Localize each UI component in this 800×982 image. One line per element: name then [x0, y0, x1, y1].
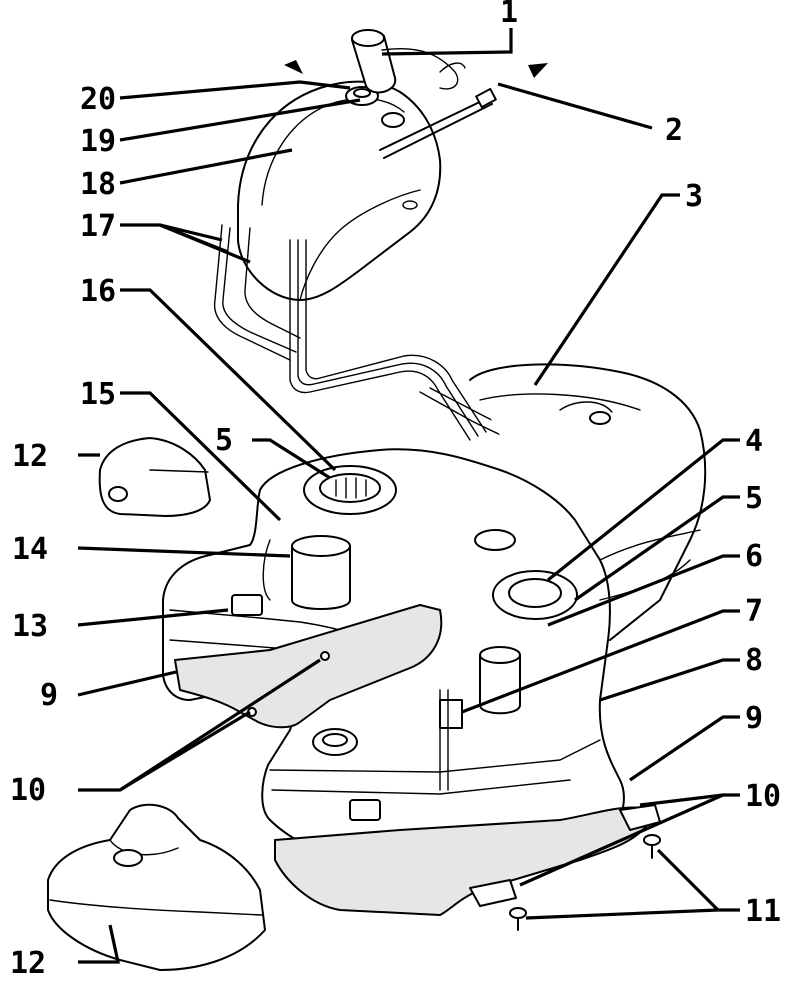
callout-5-right: 5 — [745, 481, 763, 516]
callout-2: 2 — [665, 113, 683, 148]
callout-14: 14 — [12, 532, 48, 567]
callout-9-left: 9 — [40, 678, 58, 713]
expansion-tank — [237, 80, 442, 301]
callout-10-left: 10 — [10, 773, 46, 808]
callout-1: 1 — [500, 0, 518, 30]
sensors — [231, 594, 381, 821]
callout-7: 7 — [745, 594, 763, 629]
callout-6: 6 — [745, 539, 763, 574]
callout-4: 4 — [745, 424, 763, 459]
callout-3: 3 — [685, 179, 703, 214]
callout-10-right: 10 — [745, 779, 781, 814]
callout-20: 20 — [80, 82, 116, 117]
callout-19: 19 — [80, 124, 116, 159]
callout-17: 17 — [80, 209, 116, 244]
leader-lines — [77, 28, 740, 964]
callout-12-bottom: 12 — [10, 946, 46, 981]
callout-11: 11 — [745, 894, 781, 929]
filler-cap — [351, 29, 466, 94]
bolts — [509, 834, 661, 931]
vent-pipe — [379, 87, 497, 159]
heat-shield-right — [274, 804, 661, 916]
callout-8: 8 — [745, 643, 763, 678]
callout-13: 13 — [12, 609, 48, 644]
cover-large — [47, 803, 266, 971]
callout-numbers: 1 2 3 4 5 5 6 7 8 9 9 10 10 11 12 12 13 … — [10, 0, 781, 981]
callout-5-left: 5 — [215, 423, 233, 458]
right-pump-module — [439, 570, 578, 791]
left-pump-module — [262, 465, 397, 610]
callout-12-top: 12 — [12, 439, 48, 474]
callout-15: 15 — [80, 377, 116, 412]
callout-18: 18 — [80, 167, 116, 202]
callout-9-right: 9 — [745, 701, 763, 736]
callout-16: 16 — [80, 274, 116, 309]
cover-small — [98, 437, 211, 517]
